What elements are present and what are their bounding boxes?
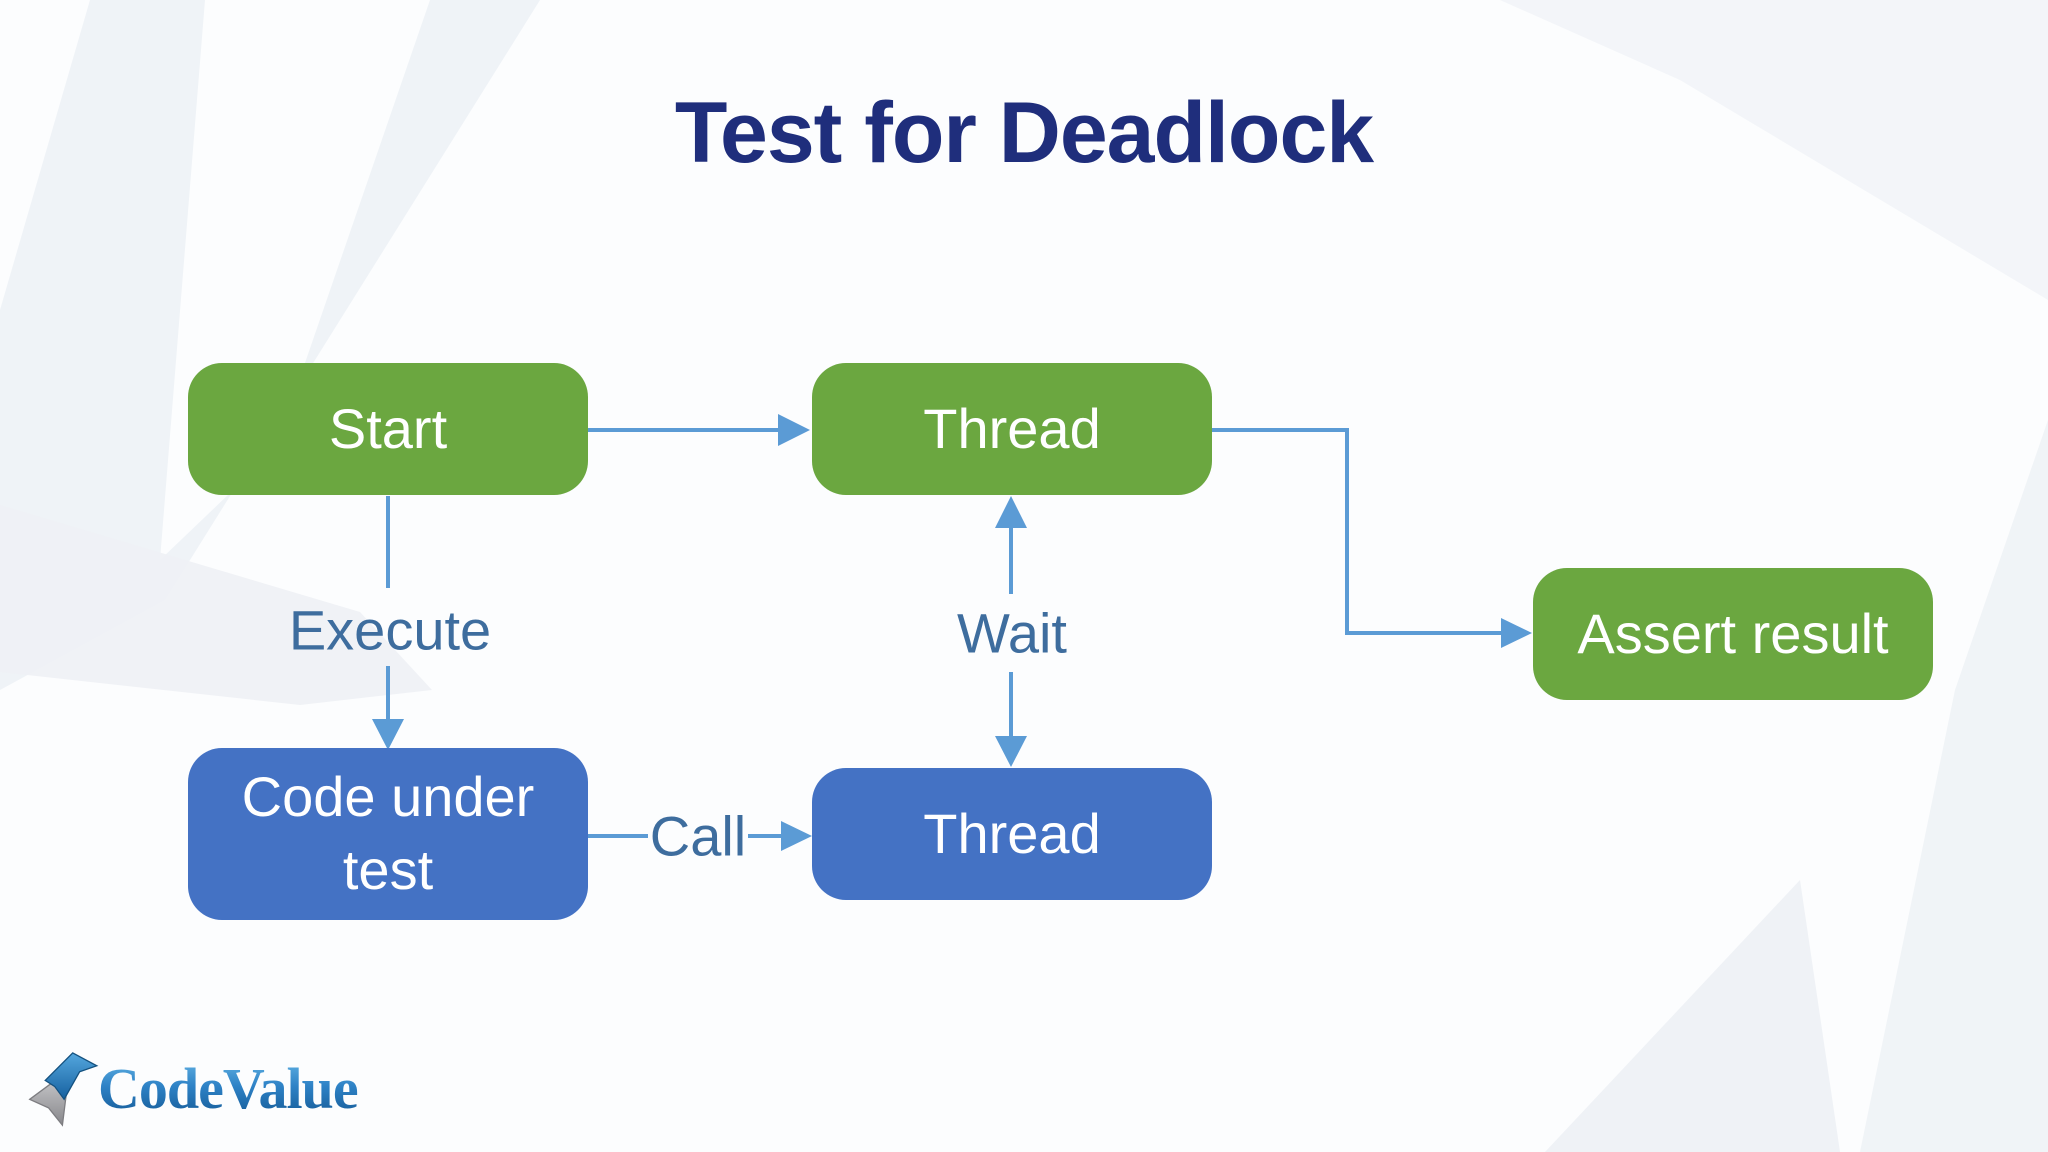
edge-label-execute: Execute xyxy=(288,598,492,662)
node-code-under-test-label: Code under test xyxy=(241,765,535,901)
node-thread-bottom: Thread xyxy=(812,768,1212,900)
page-title: Test for Deadlock xyxy=(674,85,1374,181)
node-assert-result-label: Assert result xyxy=(1577,601,1889,665)
node-thread-top: Thread xyxy=(812,363,1212,495)
arrowhead-wait-down xyxy=(995,736,1027,767)
codevalue-logo: CodeValue xyxy=(28,1046,359,1132)
node-thread-top-label: Thread xyxy=(923,396,1101,460)
arrowhead-into-code-under-test xyxy=(372,719,404,750)
arrowhead-into-assert-result xyxy=(1501,618,1532,648)
codevalue-logo-icon xyxy=(28,1052,99,1127)
arrowhead-wait-up xyxy=(995,496,1027,528)
node-code-under-test: Code under test xyxy=(188,748,588,920)
connector-thread-assert xyxy=(1210,428,1502,635)
node-thread-bottom-label: Thread xyxy=(923,801,1101,865)
node-assert-result: Assert result xyxy=(1533,568,1933,700)
edge-label-wait: Wait xyxy=(957,601,1067,665)
edge-label-call: Call xyxy=(649,804,747,868)
arrowhead-into-thread-bottom-left xyxy=(781,821,812,851)
arrowhead-into-thread-top xyxy=(778,414,810,446)
node-start-label: Start xyxy=(328,396,448,460)
node-start: Start xyxy=(188,363,588,495)
codevalue-logo-text: CodeValue xyxy=(98,1056,359,1121)
